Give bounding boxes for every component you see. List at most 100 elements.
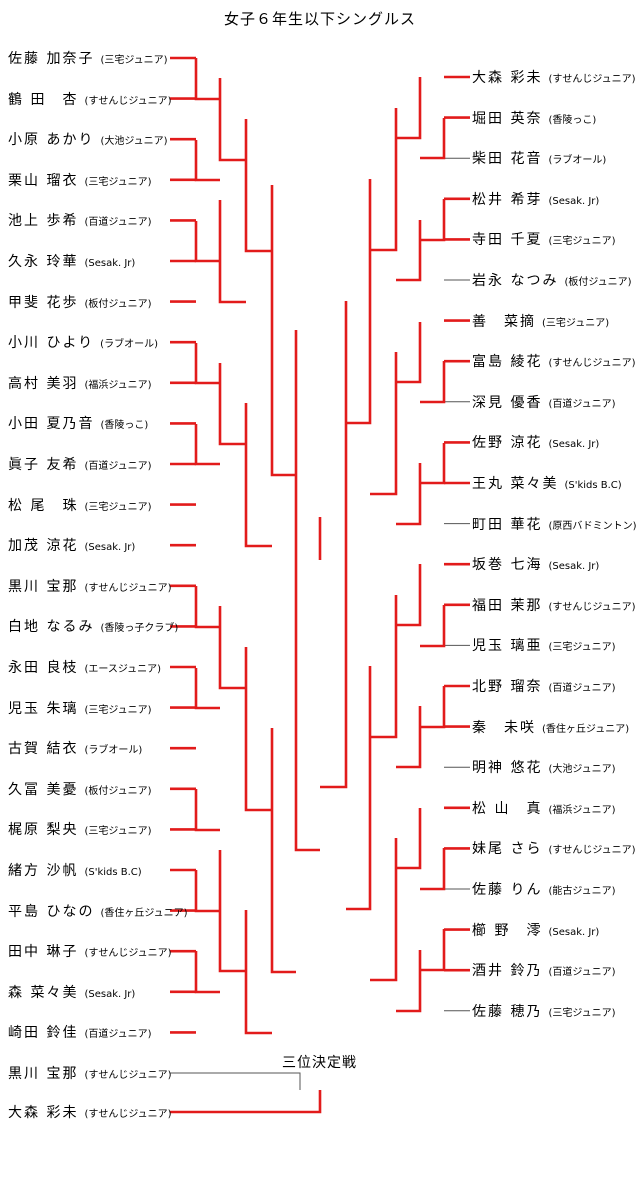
player-name: 町田 華花 <box>472 516 543 533</box>
player-name: 酒井 鈴乃 <box>472 963 543 980</box>
player-name: 久冨 美憂 <box>8 781 79 798</box>
player-team: (Sesak. Jr) <box>548 926 600 938</box>
bracket-line-winner <box>396 950 422 1013</box>
player-entry: 池上 歩希(百道ジュニア) <box>8 210 152 230</box>
player-name: 小原 あかり <box>8 132 95 149</box>
player-entry: 田中 琳子(すせんじジュニア) <box>8 941 172 961</box>
player-team: (すせんじジュニア) <box>548 845 636 857</box>
bracket-line-winner <box>218 363 246 446</box>
player-entry: 甲斐 花歩(板付ジュニア) <box>8 292 152 312</box>
player-team: (原西バドミントン) <box>548 520 637 532</box>
player-entry: 梶原 梨央 (三宅ジュニア) <box>8 819 152 839</box>
player-team: (百道ジュニア) <box>84 217 152 229</box>
bracket-line <box>170 1072 301 1090</box>
bracket-line-winner <box>194 221 220 263</box>
third-place-title: 三位決定戦 <box>282 1055 357 1071</box>
player-entry: 高村 美羽(福浜ジュニア) <box>8 373 152 393</box>
player-team: (三宅ジュニア) <box>84 176 152 188</box>
player-name: 久永 玲華 <box>8 254 79 270</box>
player-name: 緒方 沙帆 <box>8 863 79 879</box>
bracket-line-winner <box>170 1090 322 1114</box>
player-name: 児玉 朱璃 <box>8 700 79 717</box>
player-name: 眞子 友希 <box>8 457 79 473</box>
bracket-line-winner <box>270 185 296 477</box>
player-name: 梶原 梨央 <box>8 822 79 839</box>
bracket-line-winner <box>194 58 220 101</box>
player-team: (板付ジュニア) <box>84 298 152 310</box>
player-team: (三宅ジュニア) <box>100 55 168 66</box>
player-team: (三宅ジュニア) <box>84 826 152 838</box>
player-name: 富島 綾花 <box>472 354 543 371</box>
player-team: (大池ジュニア) <box>100 136 168 148</box>
player-entry: 白地 なるみ(香陵っ子クラブ) <box>8 616 178 636</box>
bracket-line-winner <box>420 361 446 404</box>
bracket-line-winner <box>218 78 246 162</box>
player-name: 高村 美羽 <box>8 375 79 392</box>
player-name: 大森 彩未 <box>8 1105 79 1121</box>
player-name: 明神 悠花 <box>472 760 543 777</box>
player-entry: 久冨 美憂 (板付ジュニア) <box>8 779 152 799</box>
bracket-line-winner <box>420 605 446 648</box>
player-entry: 児玉 朱璃(三宅ジュニア) <box>8 698 152 718</box>
player-team: (香陵っこ) <box>100 420 149 432</box>
player-entry: 大森 彩未 (すせんじジュニア) <box>8 1102 172 1122</box>
player-entry: 酒井 鈴乃 (百道ジュニア) <box>472 960 616 980</box>
bracket-line-winner <box>346 666 372 911</box>
player-team: (S'kids B.C) <box>564 480 622 491</box>
player-name: 岩永 なつみ <box>472 273 559 289</box>
player-team: (すせんじジュニア) <box>84 582 172 594</box>
player-entry: 小川 ひより(ラブオール) <box>8 332 158 352</box>
player-entry: 富島 綾花 (すせんじジュニア) <box>472 351 636 371</box>
player-name: 古賀 結衣 <box>8 741 79 758</box>
bracket-line-winner <box>420 686 446 729</box>
bracket-line-winner <box>396 463 422 526</box>
player-team: (すせんじジュニア) <box>548 601 636 613</box>
player-name: 平島 ひなの <box>8 903 95 920</box>
player-entry: 明神 悠花(大池ジュニア) <box>472 757 616 777</box>
player-name: 田中 琳子 <box>8 944 79 961</box>
page-title: 女子６年生以下シングルス <box>223 10 416 28</box>
player-entry: 秦 未咲(香住ヶ丘ジュニア) <box>472 717 629 737</box>
player-team: (香住ヶ丘ジュニア) <box>100 907 188 919</box>
bracket-line-winner <box>194 424 220 466</box>
player-entry: 善 菜摘(三宅ジュニア) <box>472 311 609 331</box>
bracket-line-winner <box>218 200 246 304</box>
bracket-line-winner <box>396 564 422 627</box>
player-team: (すせんじジュニア) <box>84 1109 172 1120</box>
player-entry: 鶴 田 杏(すせんじジュニア) <box>8 89 172 109</box>
player-name: 永田 良枝 <box>8 660 79 676</box>
player-name: 崎田 鈴佳 <box>8 1025 79 1042</box>
bracket-line-winner <box>244 910 272 1035</box>
player-team: (すせんじジュニア) <box>548 358 636 370</box>
player-entry: 佐藤 りん(能古ジュニア) <box>472 879 616 899</box>
player-team: (板付ジュニア) <box>84 785 152 797</box>
player-team: (板付ジュニア) <box>564 277 632 288</box>
player-entry: 崎田 鈴佳(百道ジュニア) <box>8 1022 152 1042</box>
player-team: (三宅ジュニア) <box>548 1007 616 1019</box>
bracket-line-winner <box>396 808 422 870</box>
player-entry: 松 山 真(福浜ジュニア) <box>472 798 616 818</box>
player-entry: 小原 あかり (大池ジュニア) <box>8 129 168 149</box>
player-entry: 佐藤 加奈子(三宅ジュニア) <box>8 48 168 68</box>
bracket-line-winner <box>194 668 220 710</box>
player-team: (百道ジュニア) <box>548 967 616 979</box>
player-entry: 岩永 なつみ (板付ジュニア) <box>472 270 632 290</box>
player-entry: 妹尾 さら (すせんじジュニア) <box>472 838 636 858</box>
bracket-line-winner <box>320 301 348 789</box>
player-entry: 堀田 英奈(香陵っこ) <box>472 108 596 128</box>
bracket-line-winner <box>420 118 446 160</box>
player-name: 松井 希芽 <box>472 191 543 208</box>
player-name: 鶴 田 杏 <box>8 91 79 108</box>
player-name: 妹尾 さら <box>472 841 543 858</box>
bracket-line-winner <box>420 443 446 485</box>
player-name: 王丸 菜々美 <box>472 476 559 492</box>
player-name: 坂巻 七海 <box>472 557 543 574</box>
bracket-line-winner <box>420 199 446 242</box>
player-entry: 町田 華花 (原西バドミントン) <box>472 514 637 534</box>
player-entry: 松井 希芽(Sesak. Jr) <box>472 189 599 209</box>
player-team: (百道ジュニア) <box>84 461 152 472</box>
player-team: (香住ヶ丘ジュニア) <box>542 723 630 735</box>
player-name: 佐藤 りん <box>472 882 543 898</box>
player-team: (エースジュニア) <box>84 664 162 675</box>
player-entry: 佐野 涼花(Sesak. Jr) <box>472 432 599 452</box>
